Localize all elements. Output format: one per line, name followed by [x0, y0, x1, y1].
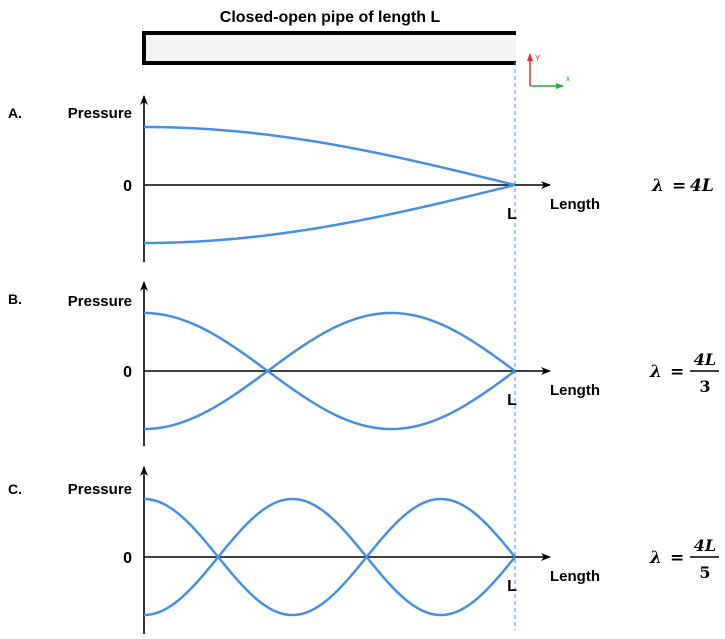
lambda-numerator: 4L	[694, 350, 716, 369]
pressure-wave-lower	[143, 311, 516, 431]
pipe	[142, 31, 516, 65]
y-axis-label: Pressure	[68, 105, 132, 122]
y-axis-letter: Y	[535, 54, 541, 63]
pressure-wave-upper	[143, 497, 516, 617]
coordinate-axes-icon: Y x	[527, 53, 570, 89]
lambda-symbol: λ	[651, 176, 664, 196]
lambda-denominator: 3	[699, 377, 710, 396]
y-axis-label: Pressure	[68, 293, 132, 310]
pipe-interior	[144, 33, 516, 63]
x-axis-label: Length	[550, 382, 600, 399]
pressure-wave-upper	[143, 311, 516, 431]
end-label-l: L	[507, 206, 517, 223]
lambda-denominator: 5	[699, 563, 710, 582]
y-axis-label: Pressure	[68, 481, 132, 498]
equals-sign: =	[670, 362, 684, 382]
mode-panels: A.Pressure0LengthLλ=4LB.Pressure0LengthL…	[8, 95, 719, 634]
x-axis-letter: x	[566, 74, 570, 83]
x-axis-label: Length	[550, 568, 600, 585]
equals-sign: =	[672, 176, 686, 196]
x-axis-label: Length	[550, 196, 600, 213]
equals-sign: =	[670, 548, 684, 568]
zero-label: 0	[123, 178, 132, 195]
end-label-l: L	[507, 392, 517, 409]
end-label-l: L	[507, 578, 517, 595]
zero-label: 0	[123, 550, 132, 567]
wavelength-formula: λ =4L	[651, 176, 714, 196]
zero-label: 0	[123, 364, 132, 381]
wavelength-formula: λ = 4L 3	[649, 350, 719, 396]
panel-letter: B.	[8, 291, 22, 307]
panel-letter: A.	[8, 105, 22, 121]
panel-letter: C.	[8, 481, 22, 497]
pressure-wave-lower	[144, 183, 516, 245]
pressure-wave-lower	[143, 497, 516, 617]
pipe-walls	[142, 31, 516, 65]
lambda-numerator: 4L	[694, 536, 716, 555]
lambda-symbol: λ	[649, 362, 662, 382]
pipe-title: Closed-open pipe of length L	[220, 9, 441, 26]
lambda-numerator: 4L	[690, 176, 714, 196]
wavelength-formula: λ = 4L 5	[649, 536, 719, 582]
pressure-wave-upper	[144, 125, 516, 187]
lambda-symbol: λ	[649, 548, 662, 568]
